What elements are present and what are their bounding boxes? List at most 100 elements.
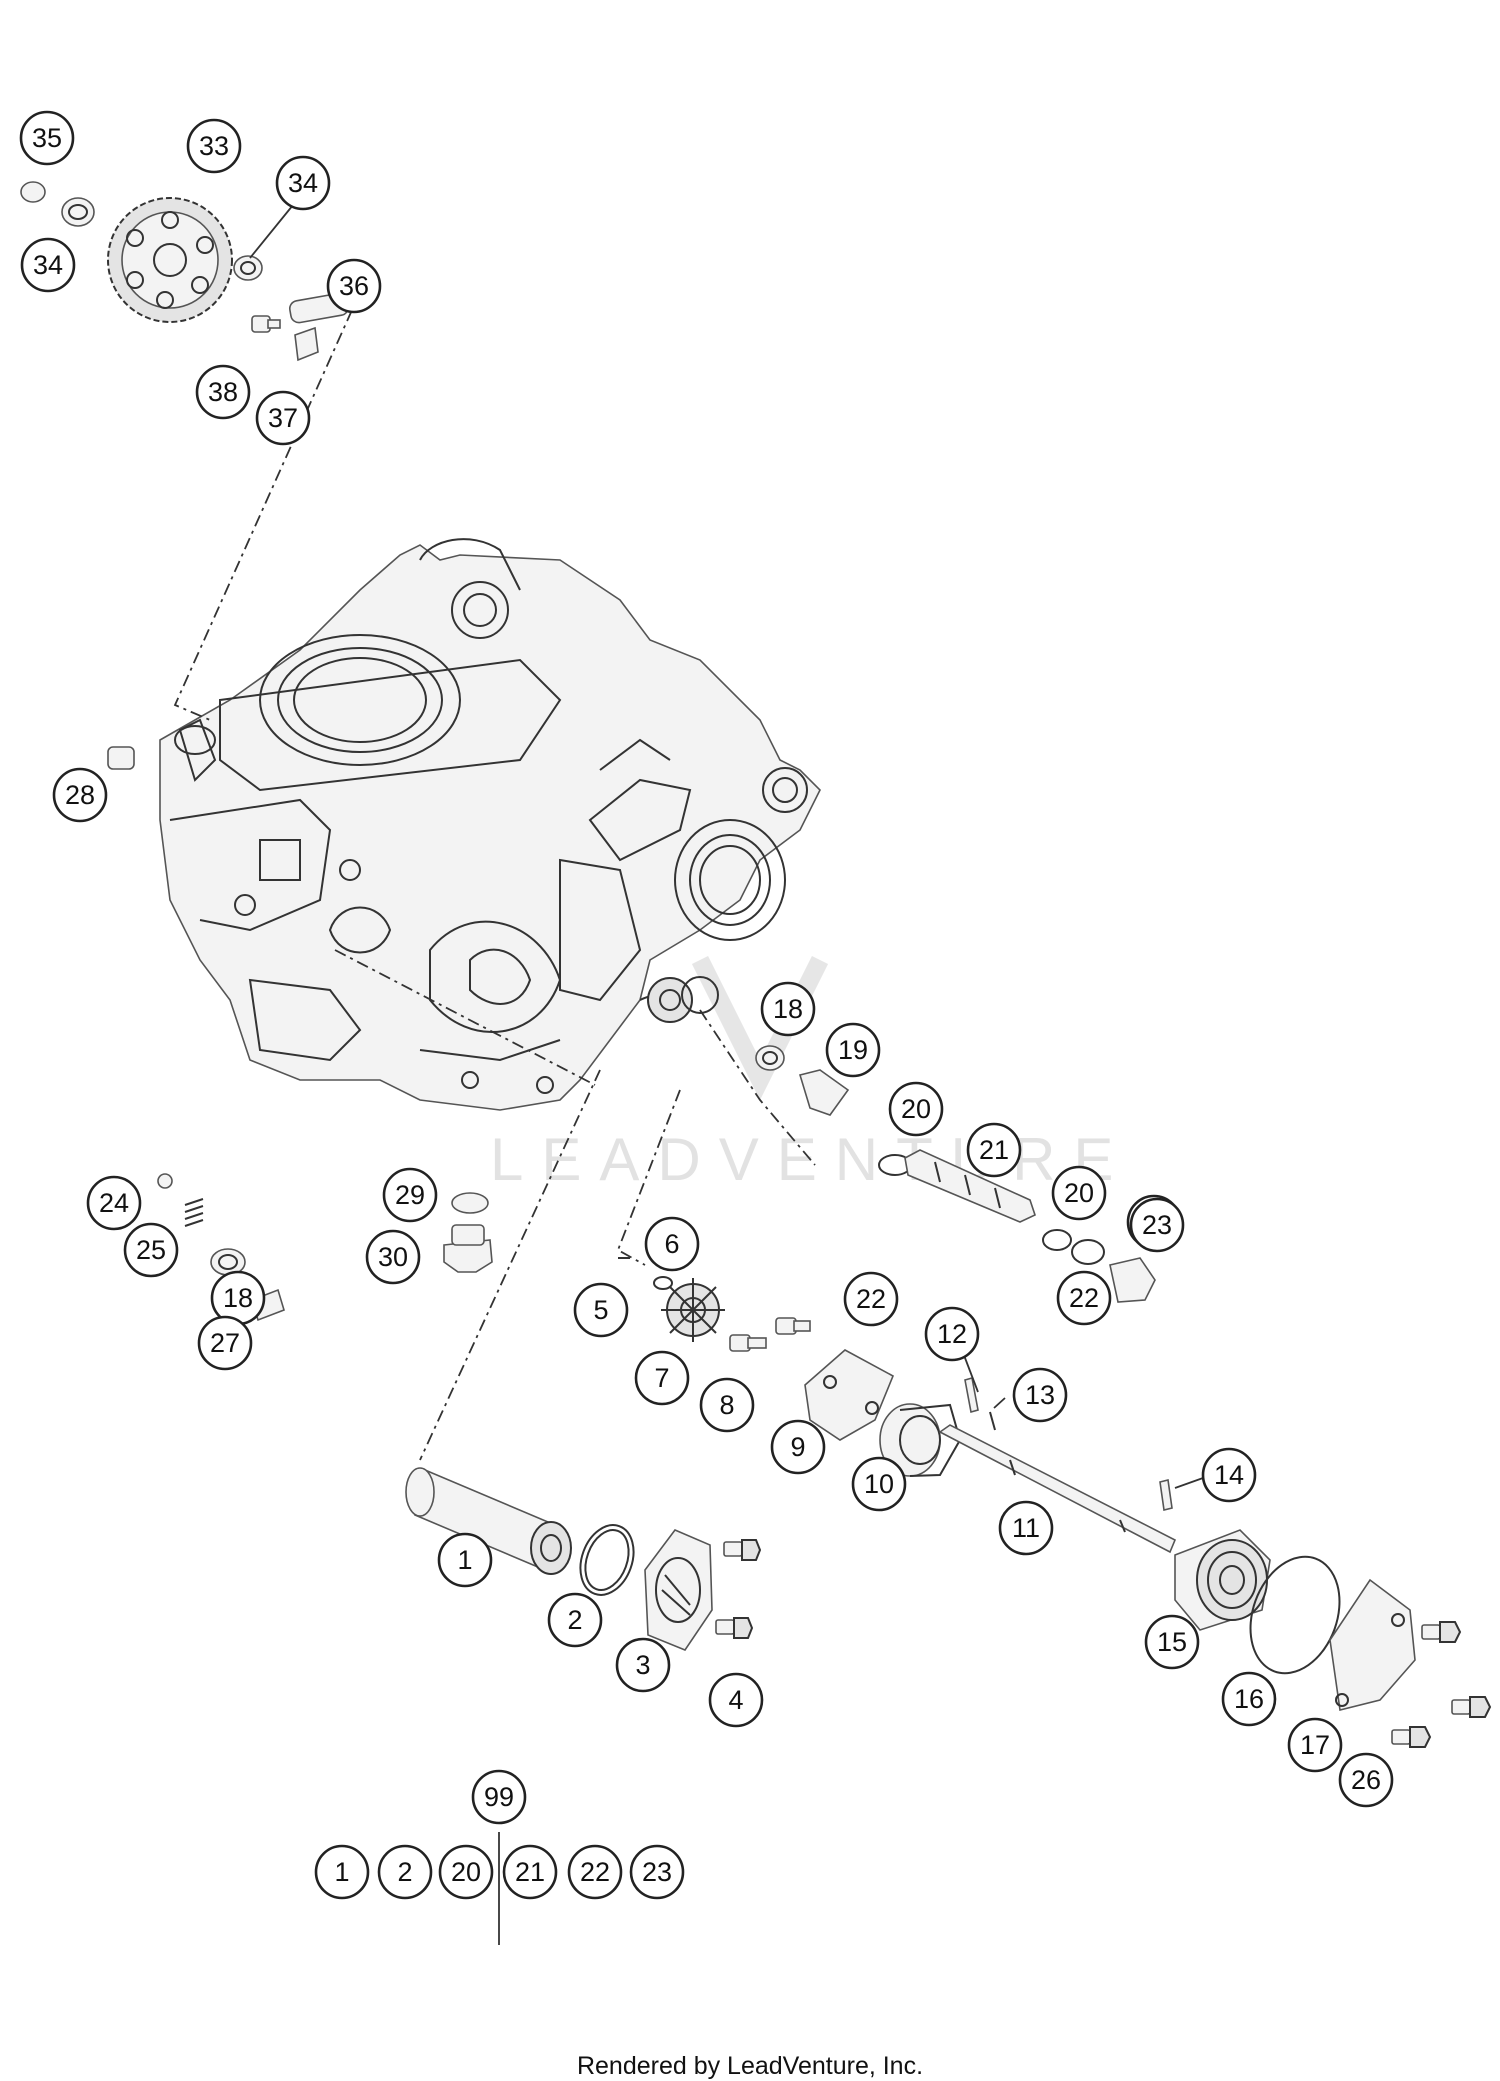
callout-22[interactable]: 22 [843,1271,899,1327]
leader-lines [498,1349,1204,1945]
callout-label: 20 [1064,1178,1094,1208]
callout-23[interactable]: 23 [1129,1197,1185,1253]
callout-15[interactable]: 15 [1144,1614,1200,1670]
callout-label: 8 [719,1390,734,1420]
callout-label: 22 [856,1284,886,1314]
callout-5[interactable]: 5 [573,1282,629,1338]
kit-item-21[interactable]: 21 [502,1844,558,1900]
callout-label: 25 [136,1235,166,1265]
callout-label: 14 [1214,1460,1244,1490]
callout-label: 17 [1300,1730,1330,1760]
callout-label: 16 [1234,1684,1264,1714]
callout-label: 27 [210,1328,240,1358]
callout-label: 13 [1025,1380,1055,1410]
kit-item-label: 21 [515,1857,545,1887]
callout-label: 34 [288,168,318,198]
gear-33 [107,197,233,323]
callout-label: 7 [654,1363,669,1393]
callout-label: 23 [1142,1210,1172,1240]
callout-35[interactable]: 35 [19,110,75,166]
kit-item-label: 23 [642,1857,672,1887]
callout-9[interactable]: 9 [770,1419,826,1475]
callout-label: 9 [790,1432,805,1462]
callout-24[interactable]: 24 [86,1175,142,1231]
callout-label: 5 [593,1295,608,1325]
callout-label: 2 [567,1605,582,1635]
callout-37[interactable]: 37 [255,390,311,446]
kit-item-2[interactable]: 2 [377,1844,433,1900]
callout-22[interactable]: 22 [1056,1270,1112,1326]
kit-item-label: 2 [397,1857,412,1887]
callout-13[interactable]: 13 [1012,1367,1068,1423]
callout-label: 22 [1069,1283,1099,1313]
callout-label: 21 [979,1135,1009,1165]
callout-33[interactable]: 33 [186,118,242,174]
callout-30[interactable]: 30 [365,1229,421,1285]
callout-3[interactable]: 3 [615,1637,671,1693]
kit-group: 1 2 20 21 22 23 [314,1844,685,1900]
callout-label: 33 [199,131,229,161]
callout-label: 35 [32,123,62,153]
callout-27[interactable]: 27 [197,1315,253,1371]
callout-label: 37 [268,403,298,433]
kit-item-label: 20 [451,1857,481,1887]
callout-label: 15 [1157,1627,1187,1657]
callout-2[interactable]: 2 [547,1592,603,1648]
callout-label: 3 [635,1650,650,1680]
callout-29[interactable]: 29 [382,1167,438,1223]
kit-item-22[interactable]: 22 [567,1844,623,1900]
callout-label: 34 [33,250,63,280]
callout-34[interactable]: 34 [20,237,76,293]
callout-99[interactable]: 99 [471,1769,527,1825]
kit-item-20[interactable]: 20 [438,1844,494,1900]
callout-20[interactable]: 20 [888,1081,944,1137]
callout-label: 10 [864,1469,894,1499]
callout-label: 38 [208,377,238,407]
callout-21[interactable]: 21 [966,1122,1022,1178]
kit-item-1[interactable]: 1 [314,1844,370,1900]
callout-label: 28 [65,780,95,810]
callout-36[interactable]: 36 [326,258,382,314]
callout-label: 6 [664,1229,679,1259]
parts [20,181,1492,1748]
callout-20[interactable]: 20 [1051,1165,1107,1221]
callout-17[interactable]: 17 [1287,1717,1343,1773]
callout-19[interactable]: 19 [825,1022,881,1078]
callout-label: 12 [937,1319,967,1349]
callout-25[interactable]: 25 [123,1222,179,1278]
callout-1[interactable]: 1 [437,1532,493,1588]
callout-label: 19 [838,1035,868,1065]
callout-label: 18 [223,1283,253,1313]
callout-8[interactable]: 8 [699,1377,755,1433]
callout-label: 24 [99,1188,129,1218]
callout-4[interactable]: 4 [708,1672,764,1728]
kit-item-label: 1 [334,1857,349,1887]
kit-item-23[interactable]: 23 [629,1844,685,1900]
callout-34[interactable]: 34 [275,155,331,211]
callout-label: 30 [378,1242,408,1272]
callout-6[interactable]: 6 [644,1216,700,1272]
callout-18[interactable]: 18 [210,1270,266,1326]
kit-item-label: 22 [580,1857,610,1887]
footer-credit: Rendered by LeadVenture, Inc. [576,2052,924,2080]
callout-label: 1 [457,1545,472,1575]
crankcase [159,538,821,1111]
callout-10[interactable]: 10 [851,1456,907,1512]
callout-16[interactable]: 16 [1221,1671,1277,1727]
callout-14[interactable]: 14 [1201,1447,1257,1503]
callout-label: 18 [773,994,803,1024]
callout-7[interactable]: 7 [634,1350,690,1406]
callout-label: 36 [339,271,369,301]
callout-label: 4 [728,1685,743,1715]
callout-12[interactable]: 12 [924,1306,980,1362]
callout-18[interactable]: 18 [760,981,816,1037]
callout-label: 20 [901,1094,931,1124]
callout-label: 29 [395,1180,425,1210]
callout-28[interactable]: 28 [52,767,108,823]
callout-11[interactable]: 11 [998,1500,1054,1556]
callout-26[interactable]: 26 [1338,1752,1394,1808]
callout-label: 99 [484,1782,514,1812]
callout-38[interactable]: 38 [195,364,251,420]
